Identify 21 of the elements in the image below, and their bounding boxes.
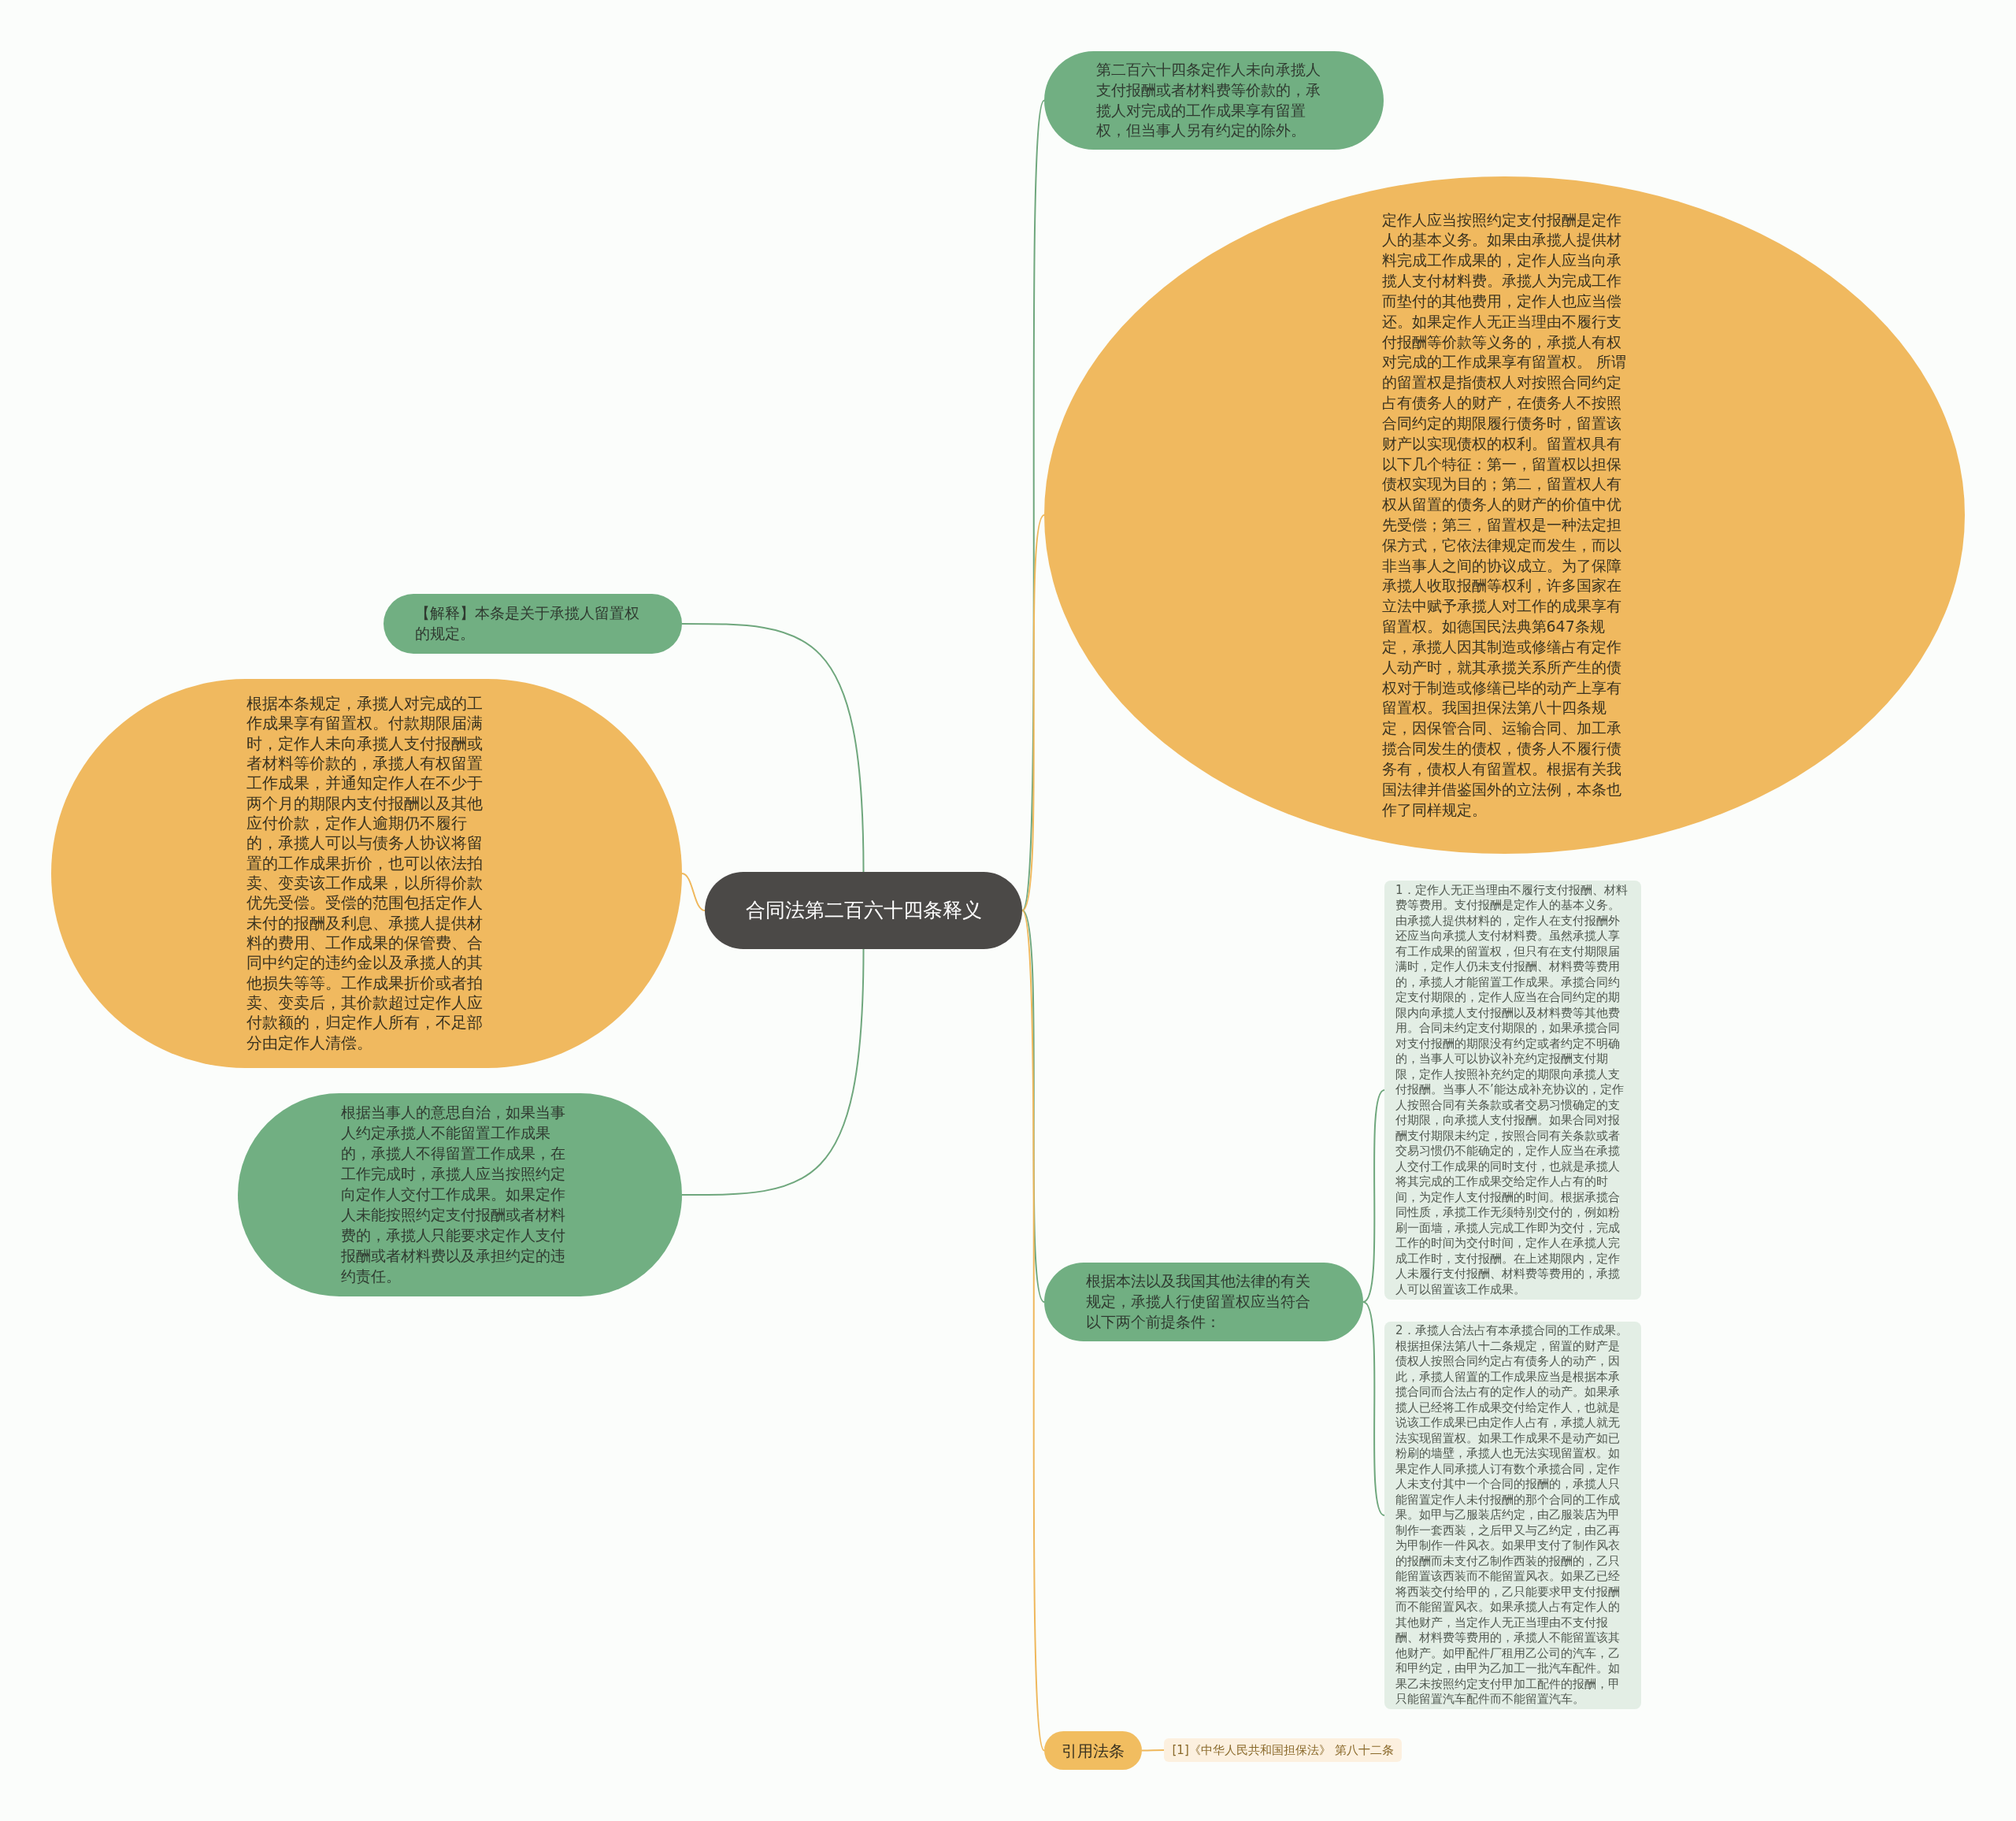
node-text: 合同法第二百六十四条释义 bbox=[745, 898, 982, 924]
connector-line bbox=[1362, 1089, 1385, 1303]
citation-card bbox=[1164, 1738, 1402, 1762]
node-text: 引用法条 bbox=[1062, 1741, 1125, 1760]
node-text: 根据本法以及我国其他法律的有关规定，承揽人行使留置权应当符合以下两个前提条件： bbox=[1085, 1272, 1311, 1332]
node-text: 定作人应当按照约定支付报酬是定作人的基本义务。如果由承揽人提供材料完成工作成果的，定作人应当向承揽人支付材料费。承揽人为完成工作而垫付的其他费用，定作人也应当偿还。如果定作人无正当理由不履行支付报酬等价款等义务的，承揽人有权对完成的工作成果享有留置权。 所谓的留置权是指债权人对按照合同约定占有债务人的财产，在债务人不按照合同约定的期限履行债务时，留置该财产以实现债权的权利。留置权具有以下几个特征：第一，留置权以担保债权实现为目的；第二，留置权人有权从留置的债务人的财产的价值中优先受偿；第三，留置权是一种法定担保方式，它依法律规定而发生，而以非当事人之间的协议成立。为了保障承揽人收取报酬等权利，许多国家在立法中赋予承揽人对工作的成果享有留置权。如德国民法典第647条规定，承揽人因其制造或修缮占有定作人动产时，就其承揽关系所产生的债权对于制造或修缮已毕的动产上享有留置权。我国担保法第八十四条规定，因保管合同、运输合同、加工承揽合同发生的债权，债务人不履行债务有，债权人有留置权。根据有关我国法律并借鉴国外的立法例，本条也作了同样规定。 bbox=[1381, 210, 1627, 820]
connector-line bbox=[681, 623, 865, 873]
connector-line bbox=[1021, 514, 1045, 911]
connector-line bbox=[1141, 1749, 1165, 1752]
connector-line bbox=[1021, 910, 1045, 1752]
node-text: 【解释】本条是关于承揽人留置权的规定。 bbox=[414, 604, 640, 643]
connector-line bbox=[681, 948, 865, 1196]
node-text: 2．承揽人合法占有本承揽合同的工作成果。根据担保法第八十二条规定，留置的财产是债权人按照合同约定占有债务人的动产，因此，承揽人留置的工作成果应当是根据本承揽合同而合法占有的定作人的动产。如果承揽人已经将工作成果交付给定作人，也就是说该工作成果已由定作人占有，承揽人就无法实现留置权。如果工作成果不是动产如已粉刷的墙壁，承揽人也无法实现留置权。如果定作人同承揽人订有数个承揽合同，定作人未支付其中一个合同的报酬的，承揽人只能留置定作人未付报酬的那个合同的工作成果。如甲与乙服装店约定，由乙服装店为甲制作一套西装，之后甲又与乙约定，由乙再为甲制作一件风衣。如果甲支付了制作风衣的报酬而未支付乙制作西装的报酬的，乙只能留置该西装而不能留置风衣。如果乙已经将西装交付给甲的，乙只能要求甲支付报酬而不能留置风衣。如果承揽人占有定作人的其他财产，当定作人无正当理由不支付报酬、材料费等费用的，承揽人不能留置该其他财产。如甲配件厂租用乙公司的汽车，乙和甲约定，由甲为乙加工一批汽车配件。如果乙未按照约定支付甲加工配件的报酬，甲只能留置汽车配件而不能留置汽车。 bbox=[1395, 1323, 1629, 1708]
node-text: [1]《中华人民共和国担保法》 第八十二条 bbox=[1172, 1743, 1394, 1757]
node-text: 根据当事人的意思自治，如果当事人约定承揽人不能留置工作成果的，承揽人不得留置工作成果，在工作完成时，承揽人应当按照约定向定作人交付工作成果。如果定作人未能按照约定支付报酬或者材料费的，承揽人只能要求定作人支付报酬或者材料费以及承担约定的违约责任。 bbox=[341, 1103, 566, 1286]
connector-line bbox=[681, 873, 706, 911]
topic-pill bbox=[1044, 1731, 1142, 1770]
connector-line bbox=[1362, 1301, 1385, 1516]
node-text: 1．定作人无正当理由不履行支付报酬、材料费等费用。支付报酬是定作人的基本义务。由承揽人提供材料的，定作人在支付报酬外还应当向承揽人支付材料费。虽然承揽人享有工作成果的留置权，但只有在支付期限届满时，定作人仍未支付报酬、材料费等费用的，承揽人才能留置工作成果。承揽合同约定支付期限的，定作人应当在合同约定的期限内向承揽人支付报酬以及材料费等其他费用。合同未约定支付期限的，如果承揽合同对支付报酬的期限没有约定或者约定不明确的，当事人可以协议补充约定报酬支付期限，定作人按照补充约定的期限向承揽人支付报酬。当事人不’能达成补充协议的，定作人按照合同有关条款或者交易习惯确定的支付期限，向承揽人支付报酬。如果合同对报酬支付期限未约定，按照合同有关条款或者交易习惯仍不能确定的，定作人应当在承揽人交付工作成果的同时支付，也就是承揽人将其完成的工作成果交给定作人占有的时间，为定作人支付报酬的时间。根据承揽合同性质，承揽工作无须特别交付的，例如粉刷一面墙，承揽人完成工作即为交付，完成工作的时间为交付时间，定作人在承揽人完成工作时，支付报酬。在上述期限内，定作人未履行支付报酬、材料费等费用的，承揽人可以留置该工作成果。 bbox=[1395, 882, 1629, 1298]
node-text: 根据本条规定，承揽人对完成的工作成果享有留置权。付款期限届满时，定作人未向承揽人支付报酬或者材料等价款的，承揽人有权留置工作成果，并通知定作人在不少于两个月的期限内支付报酬以及其他应付价款，定作人逾期仍不履行的，承揽人可以与债务人协议将留置的工作成果折价，也可以依法拍卖、变卖该工作成果，以所得价款优先受偿。受偿的范围包括定作人未付的报酬及利息、承揽人提供材料的费用、工作成果的保管费、合同中约定的违约金以及承揽人的其他损失等等。工作成果折价或者拍卖、变卖后，其价款超过定作人应付款额的，归定作人所有，不足部分由定作人清偿。 bbox=[246, 693, 484, 1054]
node-text: 第二百六十四条定作人未向承揽人支付报酬或者材料费等价款的，承揽人对完成的工作成果享有留置权，但当事人另有约定的除外。 bbox=[1095, 60, 1321, 141]
